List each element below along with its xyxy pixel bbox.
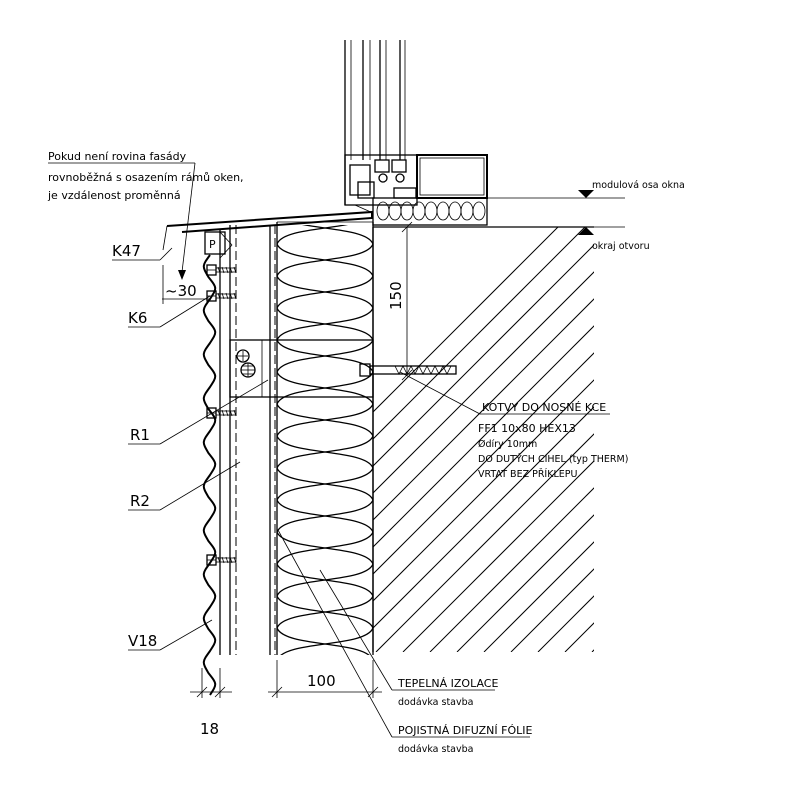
sill-flashing bbox=[162, 210, 373, 251]
dimension-18 bbox=[190, 668, 232, 698]
opening-edge-label: okraj otvoru bbox=[592, 241, 650, 252]
anchor-line-3: DO DUTÝCH CIHEL (typ THERM) bbox=[478, 453, 628, 465]
dimension-18-text: 18 bbox=[200, 720, 219, 738]
dimension-150-text: 150 bbox=[387, 281, 405, 310]
screws bbox=[206, 264, 237, 566]
note-line-2: rovnoběžná s osazením rámů oken, bbox=[48, 171, 244, 184]
label-r1: R1 bbox=[130, 426, 150, 444]
label-v18: V18 bbox=[128, 632, 157, 650]
membrane-title: POJISTNÁ DIFUZNÍ FÓLIE bbox=[398, 724, 532, 737]
dimension-100 bbox=[268, 660, 382, 698]
label-r2: R2 bbox=[130, 492, 150, 510]
anchor-title: KOTVY DO NOSNÉ KCE bbox=[482, 401, 606, 414]
anchor-line-2: Ødíry 10mm bbox=[478, 439, 537, 450]
insulation-sub: dodávka stavba bbox=[398, 697, 473, 708]
dimension-150 bbox=[401, 221, 413, 381]
dimension-100-text: 100 bbox=[307, 672, 336, 690]
membrane-sub: dodávka stavba bbox=[398, 744, 473, 755]
note-line-1: Pokud není rovina fasády bbox=[48, 150, 187, 163]
leader-lines bbox=[48, 162, 610, 738]
window-frame bbox=[344, 40, 488, 226]
label-k47: K47 bbox=[112, 242, 141, 260]
label-k6: K6 bbox=[128, 309, 147, 327]
note-line-3: je vzdálenost proměnná bbox=[47, 189, 181, 202]
modular-axis-label: modulová osa okna bbox=[592, 180, 685, 191]
anchor-line-1: FF1 10x80 HEX13 bbox=[478, 422, 576, 435]
anchor-dowel bbox=[359, 363, 457, 377]
dimension-30 bbox=[162, 265, 210, 304]
dimension-30-text: ~30 bbox=[165, 282, 197, 300]
insulation-title: TEPELNÁ IZOLACE bbox=[397, 677, 498, 690]
profile-p-label: P bbox=[209, 238, 216, 251]
level-markers bbox=[487, 190, 625, 235]
substructure bbox=[204, 225, 374, 655]
corrugated-sheet bbox=[202, 254, 217, 696]
anchor-line-4: VRTAT BEZ PŘÍKLEPU bbox=[478, 468, 577, 480]
thermal-insulation bbox=[276, 222, 374, 655]
masonry-wall bbox=[372, 226, 594, 652]
